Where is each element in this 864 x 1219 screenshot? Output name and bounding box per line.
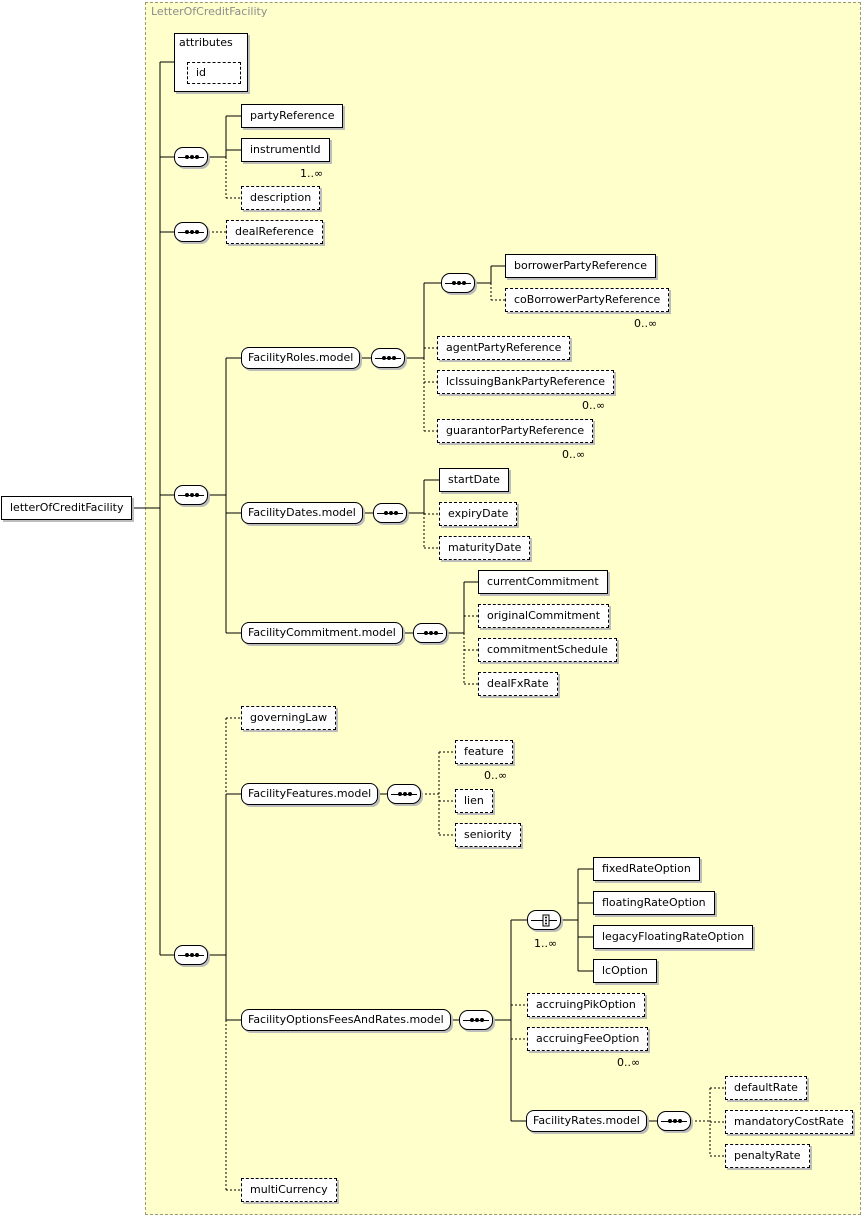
element-deal-fx-rate[interactable]: dealFxRate <box>478 672 558 696</box>
element-original-commitment[interactable]: originalCommitment <box>478 604 610 628</box>
element-agent-party-reference[interactable]: agentPartyReference <box>437 336 571 360</box>
element-accruing-pik-option[interactable]: accruingPikOption <box>527 993 645 1017</box>
element-governing-law[interactable]: governingLaw <box>241 706 337 730</box>
element-start-date[interactable]: startDate <box>439 468 509 492</box>
sequence-compositor-icon[interactable] <box>174 147 208 167</box>
element-borrower-party-reference[interactable]: borrowerPartyReference <box>505 254 656 278</box>
sequence-compositor-icon[interactable] <box>657 1111 691 1131</box>
element-lc-issuing-bank-party-reference[interactable]: lcIssuingBankPartyReference <box>437 370 617 396</box>
element-instrument-id[interactable]: instrumentId <box>241 138 332 164</box>
sequence-compositor-icon[interactable] <box>371 348 405 368</box>
cardinality-label: 1..∞ <box>300 167 324 180</box>
element-mandatory-cost-rate[interactable]: mandatoryCostRate <box>725 1110 853 1134</box>
group-facility-features-model[interactable]: FacilityFeatures.model <box>241 783 379 805</box>
attributes-label: attributes <box>179 36 233 49</box>
choice-compositor-icon[interactable] <box>527 910 561 930</box>
sequence-compositor-icon[interactable] <box>441 273 475 293</box>
group-facility-rates-model[interactable]: FacilityRates.model <box>526 1110 647 1132</box>
element-deal-reference[interactable]: dealReference <box>226 220 323 244</box>
element-lc-option[interactable]: lcOption <box>593 959 657 983</box>
attribute-id[interactable]: id <box>187 62 241 84</box>
attributes-box[interactable]: attributes id <box>174 33 248 92</box>
cardinality-label: 1..∞ <box>534 937 558 950</box>
element-floating-rate-option[interactable]: floatingRateOption <box>593 891 715 915</box>
sequence-compositor-icon[interactable] <box>174 485 208 505</box>
element-description[interactable]: description <box>241 186 321 210</box>
element-fixed-rate-option[interactable]: fixedRateOption <box>593 857 700 881</box>
sequence-compositor-icon[interactable] <box>413 623 447 643</box>
element-feature[interactable]: feature <box>455 740 515 766</box>
element-lien[interactable]: lien <box>455 789 493 813</box>
sequence-compositor-icon[interactable] <box>387 784 421 804</box>
sequence-compositor-icon[interactable] <box>373 503 407 523</box>
element-penalty-rate[interactable]: penaltyRate <box>725 1144 810 1168</box>
element-accruing-fee-option[interactable]: accruingFeeOption <box>527 1027 651 1053</box>
cardinality-label: 0..∞ <box>582 399 606 412</box>
cardinality-label: 0..∞ <box>562 448 586 461</box>
group-facility-roles-model[interactable]: FacilityRoles.model <box>241 347 361 369</box>
element-default-rate[interactable]: defaultRate <box>725 1076 807 1100</box>
group-facility-dates-model[interactable]: FacilityDates.model <box>241 502 363 524</box>
sequence-compositor-icon[interactable] <box>174 222 208 242</box>
cardinality-label: 0..∞ <box>634 317 658 330</box>
element-seniority[interactable]: seniority <box>455 823 521 847</box>
element-guarantor-party-reference[interactable]: guarantorPartyReference <box>437 419 596 445</box>
element-multi-currency[interactable]: multiCurrency <box>241 1178 337 1202</box>
element-maturity-date[interactable]: maturityDate <box>439 536 531 560</box>
group-facility-commitment-model[interactable]: FacilityCommitment.model <box>241 622 403 644</box>
cardinality-label: 0..∞ <box>617 1056 641 1069</box>
element-current-commitment[interactable]: currentCommitment <box>478 570 608 594</box>
container-title: LetterOfCreditFacility <box>151 5 268 18</box>
cardinality-label: 0..∞ <box>484 769 508 782</box>
element-commitment-schedule[interactable]: commitmentSchedule <box>478 638 617 662</box>
sequence-compositor-icon[interactable] <box>174 945 208 965</box>
sequence-compositor-icon[interactable] <box>459 1010 493 1030</box>
choice-glyph <box>534 914 556 927</box>
element-co-borrower-party-reference[interactable]: coBorrowerPartyReference <box>505 288 672 314</box>
group-facility-options-fees-and-rates-model[interactable]: FacilityOptionsFeesAndRates.model <box>241 1009 451 1031</box>
root-element-letter-of-credit-facility[interactable]: letterOfCreditFacility <box>1 496 133 520</box>
element-legacy-floating-rate-option[interactable]: legacyFloatingRateOption <box>593 925 754 949</box>
element-party-reference[interactable]: partyReference <box>241 104 344 128</box>
element-expiry-date[interactable]: expiryDate <box>439 502 518 526</box>
